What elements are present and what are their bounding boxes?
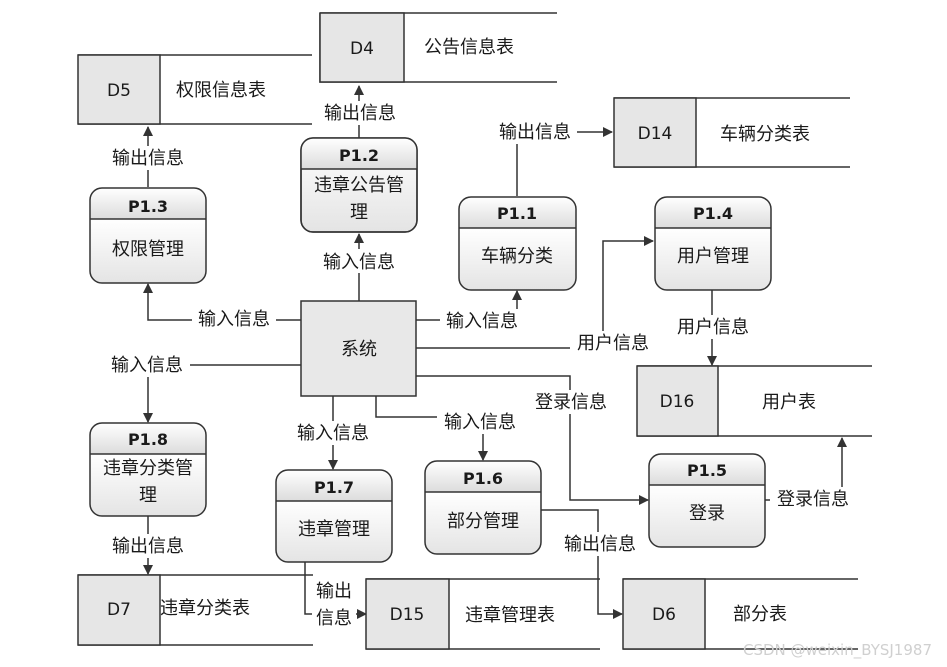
process-p15-name: 登录 [689, 503, 725, 524]
flow-label-in-p11: 输入信息 [446, 311, 518, 332]
flow-label-in-p13: 输入信息 [198, 309, 270, 330]
data-store-d7-name: 违章分类表 [160, 598, 250, 619]
process-p13-id: P1.3 [128, 197, 168, 216]
flow-label-out-d7: 输出信息 [112, 536, 184, 557]
flow-system-to-p16 [375, 396, 488, 461]
process-p13-name: 权限管理 [112, 239, 184, 260]
data-store-d16-id: D16 [660, 392, 695, 412]
process-p16-id: P1.6 [463, 469, 503, 488]
flow-label-out-d15-line2: 信息 [316, 608, 352, 629]
data-store-d5-id: D5 [107, 81, 131, 101]
process-p18-id: P1.8 [128, 430, 168, 449]
process-p17-name: 违章管理 [298, 519, 370, 540]
data-store-d4: D4 公告信息表 [319, 12, 557, 83]
process-p16-name: 部分管理 [447, 511, 519, 532]
process-p11-id: P1.1 [497, 204, 537, 223]
data-store-d15-id: D15 [390, 605, 425, 625]
process-p12-name-line1: 违章公告管 [314, 175, 404, 196]
flow-label-in-p12: 输入信息 [323, 252, 395, 273]
flow-label-login-info-p15: 登录信息 [535, 392, 607, 413]
system-node: 系统 [300, 300, 417, 397]
data-store-d6-name: 部分表 [733, 604, 787, 625]
flow-label-out-d15-line1: 输出 [316, 581, 352, 602]
flow-system-to-p15 [416, 375, 649, 505]
flow-labels: 输出信息 输入信息 输出信息 输入信息 输出信息 输入信息 用户信息 用户信息 … [104, 101, 856, 629]
data-store-d6-id: D6 [652, 605, 676, 625]
data-store-d15-name: 违章管理表 [465, 605, 555, 626]
data-store-d7-id: D7 [107, 600, 131, 620]
process-p17: P1.7 违章管理 [275, 469, 393, 563]
data-store-d16-name: 用户表 [762, 392, 816, 413]
data-store-d7: D7 违章分类表 [77, 574, 313, 646]
system-node-label: 系统 [341, 339, 377, 360]
process-p18-name-line1: 违章分类管 [103, 458, 193, 479]
flow-label-out-d14: 输出信息 [499, 122, 571, 143]
process-p18-name-line2: 理 [139, 485, 157, 506]
process-p17-id: P1.7 [314, 478, 354, 497]
data-store-d6: D6 部分表 [622, 578, 858, 650]
process-p14-name: 用户管理 [677, 246, 749, 267]
process-p12: P1.2 违章公告管 理 [300, 137, 418, 233]
data-store-d5: D5 权限信息表 [77, 54, 312, 125]
process-p14-id: P1.4 [693, 204, 733, 223]
flow-label-user-info-d16: 用户信息 [677, 317, 749, 338]
flow-label-user-info-p14: 用户信息 [577, 333, 649, 354]
data-store-d15: D15 违章管理表 [365, 578, 600, 650]
data-store-d4-name: 公告信息表 [424, 37, 514, 58]
process-p12-name-line2: 理 [350, 202, 368, 223]
flow-p16-to-d6 [540, 509, 623, 619]
data-store-d14: D14 车辆分类表 [613, 97, 850, 168]
process-p12-id: P1.2 [339, 146, 379, 165]
process-p15: P1.5 登录 [648, 453, 766, 548]
flow-label-out-d5: 输出信息 [112, 148, 184, 169]
flow-label-in-p16: 输入信息 [444, 412, 516, 433]
process-p13: P1.3 权限管理 [89, 187, 207, 284]
process-p15-id: P1.5 [687, 461, 727, 480]
data-store-d4-id: D4 [350, 39, 374, 59]
flow-label-login-info-d16: 登录信息 [777, 489, 849, 510]
watermark: CSDN @weixin_BYSJ1987 [743, 641, 932, 660]
flow-label-in-p18: 输入信息 [111, 355, 183, 376]
process-p18: P1.8 违章分类管 理 [89, 422, 207, 517]
data-store-d14-id: D14 [638, 124, 673, 144]
flow-label-out-d4: 输出信息 [324, 103, 396, 124]
flow-label-out-d6: 输出信息 [564, 534, 636, 555]
flow-label-in-p17: 输入信息 [297, 423, 369, 444]
data-store-d5-name: 权限信息表 [176, 80, 266, 101]
process-p11-name: 车辆分类 [481, 246, 553, 267]
flow-system-to-p14 [416, 236, 654, 349]
process-p14: P1.4 用户管理 [654, 196, 772, 291]
data-store-d14-name: 车辆分类表 [720, 124, 810, 145]
process-p16: P1.6 部分管理 [424, 460, 542, 555]
process-p11: P1.1 车辆分类 [458, 196, 577, 291]
data-store-d16: D16 用户表 [636, 365, 872, 437]
